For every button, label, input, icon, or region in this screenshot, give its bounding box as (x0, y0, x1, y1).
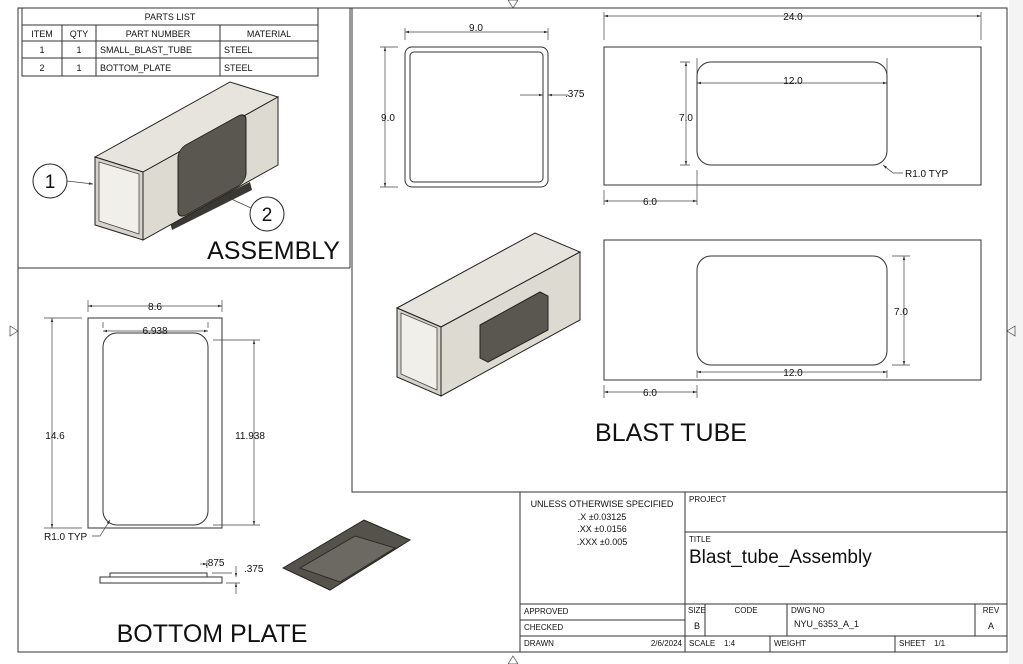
project-label: PROJECT (689, 495, 726, 504)
weight-label: WEIGHT (774, 639, 806, 648)
row2-qty: 1 (76, 63, 81, 73)
sheet-value: 1/1 (934, 639, 946, 648)
bottom-plate-iso-view: BOTTOM PLATE (117, 519, 412, 648)
dim-plate-inner-height: 11.938 (235, 431, 265, 442)
dim-offset-top: 6.0 (643, 197, 657, 208)
bottom-plate-view-label: BOTTOM PLATE (117, 620, 308, 648)
row2-material: STEEL (224, 63, 253, 73)
dim-plate-inner-width: 6.938 (142, 326, 167, 337)
center-markers (9, 0, 1016, 664)
blast-tube-view-label: BLAST TUBE (595, 419, 747, 447)
sheet-border (17, 7, 1008, 653)
dim-plate-radius-note: R1.0 TYP (44, 532, 87, 543)
checked-label: CHECKED (524, 623, 563, 632)
rev-label: REV (983, 606, 1000, 615)
dim-cutout-height-bottom: 7.0 (894, 307, 908, 318)
header-material: MATERIAL (247, 29, 291, 39)
row1-item: 1 (39, 45, 44, 55)
dim-plate-step: .875 (205, 558, 225, 569)
parts-list-title: PARTS LIST (145, 12, 196, 22)
dim-plate-thickness: .375 (244, 564, 264, 575)
rev-value: A (988, 621, 994, 631)
balloon-2: 2 (262, 205, 273, 226)
tolerance-x: .X ±0.03125 (578, 512, 626, 522)
tolerance-xxx: .XXX ±0.005 (577, 537, 627, 547)
dim-front-height: 9.0 (381, 113, 395, 124)
blast-tube-top-view: 24.0 12.0 7.0 R1.0 TYP 6.0 (603, 12, 982, 208)
bottom-plate-side-view: .875 .375 (99, 558, 264, 594)
code-label: CODE (734, 606, 757, 615)
size-value: B (694, 621, 700, 631)
dwg-no-label: DWG NO (791, 606, 825, 615)
tolerance-heading: UNLESS OTHERWISE SPECIFIED (531, 499, 674, 509)
assembly-view-label: ASSEMBLY (207, 237, 340, 265)
dim-overall-length: 24.0 (783, 12, 803, 23)
blast-tube-side-view: 7.0 12.0 6.0 (603, 239, 982, 399)
approved-label: APPROVED (524, 607, 569, 616)
balloon-1: 1 (45, 172, 56, 193)
blast-tube-iso-view: BLAST TUBE (395, 232, 747, 447)
title-block: UNLESS OTHERWISE SPECIFIED .X ±0.03125 .… (519, 491, 1008, 653)
row2-part-number: BOTTOM_PLATE (100, 63, 171, 73)
sheet-label: SHEET (899, 639, 926, 648)
title-label: TITLE (689, 535, 711, 544)
dim-cutout-length-top: 12.0 (783, 76, 803, 87)
row1-material: STEEL (224, 45, 253, 55)
dwg-no-value: NYU_6353_A_1 (794, 619, 859, 629)
drawn-date: 2/6/2024 (651, 639, 683, 648)
scale-value: 1:4 (724, 639, 736, 648)
size-label: SIZE (688, 606, 706, 615)
bottom-plate-top-view: 8.6 6.938 14.6 11.938 R1.0 TYP (44, 300, 265, 543)
header-part-number: PART NUMBER (126, 29, 191, 39)
row1-qty: 1 (76, 45, 81, 55)
row2-item: 2 (39, 63, 44, 73)
dim-radius-note: R1.0 TYP (905, 169, 948, 180)
dim-plate-width: 8.6 (148, 302, 162, 313)
row1-part-number: SMALL_BLAST_TUBE (100, 45, 192, 55)
tolerance-xx: .XX ±0.0156 (577, 524, 626, 534)
parts-list-table: PARTS LIST ITEM QTY PART NUMBER MATERIAL… (21, 7, 319, 77)
dim-wall: .375 (565, 89, 585, 100)
header-item: ITEM (31, 29, 53, 39)
header-qty: QTY (70, 29, 89, 39)
scale-label: SCALE (689, 639, 715, 648)
assembly-iso-view: 1 2 ASSEMBLY (32, 81, 340, 265)
dim-plate-height: 14.6 (45, 431, 65, 442)
dim-cutout-height-top: 7.0 (679, 113, 693, 124)
drawing-title: Blast_tube_Assembly (689, 547, 872, 568)
blast-tube-front-view: 9.0 9.0 .375 (380, 23, 585, 188)
dim-offset-bottom: 6.0 (643, 388, 657, 399)
dim-front-width: 9.0 (469, 23, 483, 34)
dim-cutout-length-bottom: 12.0 (783, 368, 803, 379)
drawn-label: DRAWN (524, 639, 554, 648)
